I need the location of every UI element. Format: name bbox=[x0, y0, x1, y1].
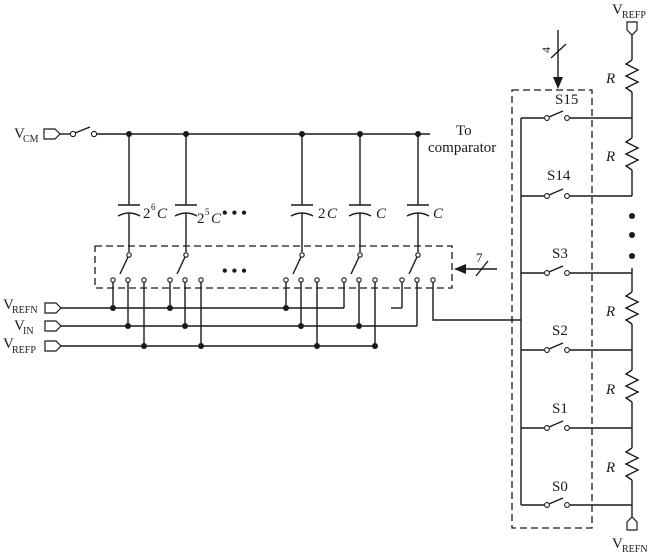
switch-ellipsis: • • • bbox=[222, 263, 247, 280]
ladder-switch-s2: S2 bbox=[521, 323, 632, 353]
svg-text:6: 6 bbox=[151, 202, 156, 212]
svg-text:R: R bbox=[605, 382, 615, 398]
switch-group-4 bbox=[399, 252, 436, 283]
svg-text:C: C bbox=[376, 206, 387, 222]
capacitor-ellipsis: • • • bbox=[222, 205, 247, 222]
vcm-label-sub: CM bbox=[23, 134, 39, 145]
svg-text:5: 5 bbox=[205, 207, 210, 217]
svg-text:2: 2 bbox=[197, 211, 205, 227]
resistor-ladder bbox=[624, 35, 640, 512]
svg-text:V: V bbox=[3, 336, 14, 352]
capacitor-array bbox=[117, 134, 430, 252]
reference-bus-lines bbox=[61, 282, 418, 347]
svg-text:R: R bbox=[605, 460, 615, 476]
ladder-ellipsis-dots bbox=[629, 213, 635, 259]
svg-text:REFP: REFP bbox=[622, 10, 646, 21]
svg-text:REFP: REFP bbox=[12, 345, 36, 356]
svg-text:S0: S0 bbox=[552, 479, 568, 495]
svg-text:C: C bbox=[211, 211, 222, 227]
svg-text:2: 2 bbox=[143, 206, 151, 222]
svg-text:R: R bbox=[605, 71, 615, 87]
vrefn-input-terminal: V REFN bbox=[3, 297, 62, 316]
svg-text:IN: IN bbox=[23, 326, 34, 337]
svg-text:S1: S1 bbox=[552, 401, 568, 417]
vrefp-input-terminal: V REFP bbox=[3, 336, 62, 356]
reference-bus-junctions bbox=[110, 305, 378, 349]
switch-matrix-box bbox=[94, 245, 453, 289]
svg-text:V: V bbox=[3, 297, 14, 313]
capacitor-label-4: C bbox=[433, 206, 444, 222]
ladder-switch-s15: S15 bbox=[521, 92, 632, 121]
ladder-bus-width-label: 4 bbox=[539, 47, 553, 53]
svg-text:REFN: REFN bbox=[12, 305, 38, 316]
vrefn-bottom-terminal: V REFN bbox=[612, 512, 648, 555]
svg-text:V: V bbox=[612, 2, 623, 18]
svg-text:S3: S3 bbox=[552, 246, 568, 262]
switch-group-0 bbox=[110, 252, 147, 283]
dac-bus-width-label: 7 bbox=[476, 250, 483, 265]
ladder-switch-s0: S0 bbox=[521, 479, 632, 508]
ladder-tap-wire bbox=[432, 282, 521, 321]
svg-text:S2: S2 bbox=[552, 323, 568, 339]
capacitor-label-1: 2 5 C bbox=[197, 207, 222, 227]
vcm-terminal: V CM bbox=[14, 126, 98, 145]
vin-input-terminal: V IN bbox=[14, 318, 62, 337]
capacitor-label-3: C bbox=[376, 206, 387, 222]
svg-text:REFN: REFN bbox=[622, 544, 648, 555]
vrefp-top-terminal: V REFP bbox=[612, 2, 646, 36]
capacitor-label-0: 2 6 C bbox=[143, 202, 168, 222]
ladder-switch-s1: S1 bbox=[521, 401, 632, 431]
ladder-switch-box bbox=[511, 89, 593, 529]
to-label: To bbox=[456, 123, 472, 139]
switch-group-2 bbox=[283, 252, 320, 283]
switch-group-3 bbox=[341, 252, 378, 283]
vcm-label-main: V bbox=[14, 126, 25, 142]
svg-text:V: V bbox=[612, 536, 623, 552]
svg-text:R: R bbox=[605, 149, 615, 165]
svg-text:S14: S14 bbox=[547, 168, 571, 184]
svg-text:C: C bbox=[327, 206, 338, 222]
svg-text:C: C bbox=[433, 206, 444, 222]
ladder-control-bus: 4 bbox=[539, 30, 567, 89]
ladder-switch-s14: S14 bbox=[521, 168, 632, 199]
svg-text:2: 2 bbox=[318, 206, 326, 222]
svg-text:R: R bbox=[605, 304, 615, 320]
ladder-switch-s3: S3 bbox=[521, 246, 632, 276]
svg-text:S15: S15 bbox=[555, 92, 578, 108]
svg-text:V: V bbox=[14, 318, 25, 334]
switch-group-1 bbox=[167, 252, 204, 283]
svg-text:C: C bbox=[157, 206, 168, 222]
dac-control-bus: 7 bbox=[454, 250, 497, 277]
comparator-label: comparator bbox=[428, 140, 496, 156]
resistor-labels: R R R R R bbox=[605, 71, 615, 476]
capacitor-label-2: 2 C bbox=[318, 206, 338, 222]
